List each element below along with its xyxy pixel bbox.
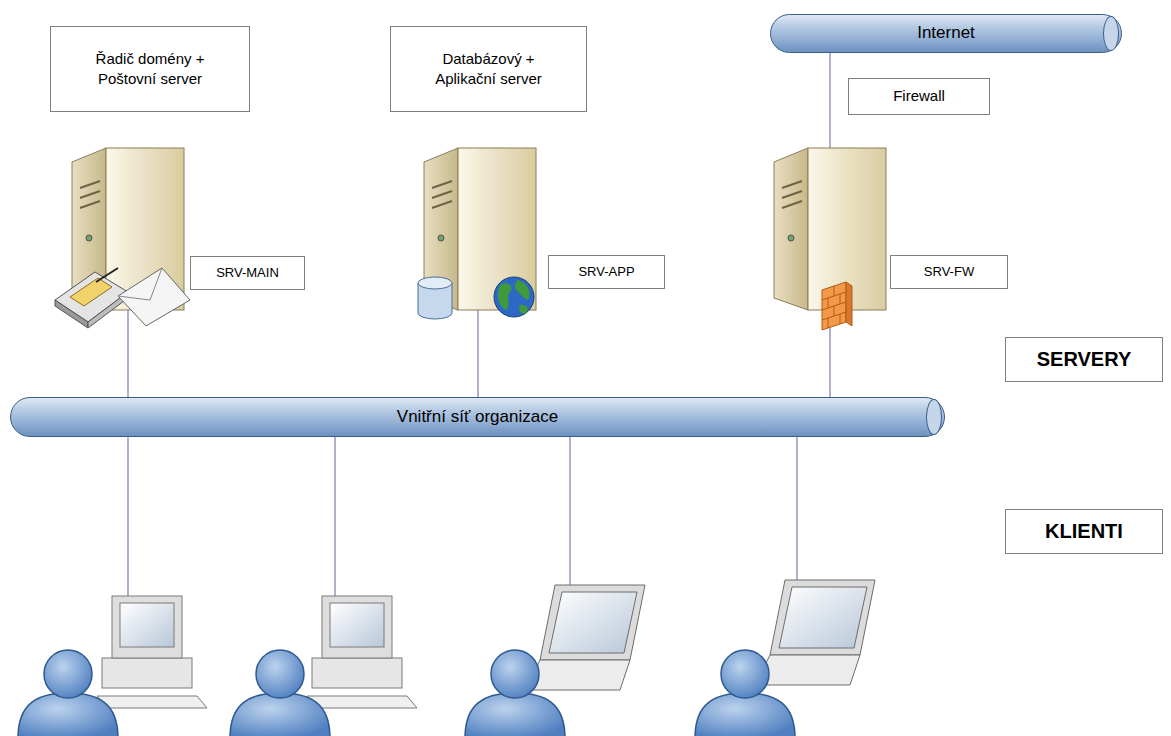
server-name-box: SRV-FW xyxy=(890,255,1008,289)
section-label-box: KLIENTI xyxy=(1005,509,1163,554)
user-figure xyxy=(18,650,118,736)
node-label: Vnitřní síť organizace xyxy=(397,406,558,429)
node-label: Firewall xyxy=(893,86,945,106)
server-name-box: SRV-MAIN xyxy=(190,256,305,290)
server-name-box: SRV-APP xyxy=(548,255,665,289)
laptop-computer xyxy=(525,585,645,690)
laptop-computer xyxy=(755,580,875,685)
node-label: SRV-MAIN xyxy=(216,264,279,282)
node-label: SERVERY xyxy=(1037,346,1131,373)
server-role-box: Databázový + Aplikační server xyxy=(390,26,587,112)
node-label: Databázový + Aplikační server xyxy=(429,49,549,90)
network-band: Vnitřní síť organizace xyxy=(10,397,945,437)
database-icon xyxy=(418,277,452,319)
firewall-icon xyxy=(822,282,852,330)
internet-band: Internet xyxy=(770,14,1122,53)
node-label: KLIENTI xyxy=(1045,518,1123,545)
globe-icon xyxy=(494,277,534,317)
desktop-computer xyxy=(307,596,417,708)
network-wires xyxy=(128,310,797,600)
server-role-box: Řadič domény + Poštovní server xyxy=(50,26,250,112)
desktop-computer xyxy=(97,596,207,708)
server-role-box: Firewall xyxy=(848,78,990,115)
mail-envelope-icon xyxy=(118,268,190,326)
section-label-box: SERVERY xyxy=(1005,337,1163,382)
user-figure xyxy=(465,650,565,736)
node-label: Řadič domény + Poštovní server xyxy=(90,49,210,90)
server-tower xyxy=(774,148,886,310)
node-label: SRV-APP xyxy=(578,263,634,281)
user-figure xyxy=(695,650,795,736)
node-label: Internet xyxy=(917,22,975,45)
domain-device-icon xyxy=(55,268,128,328)
user-figure xyxy=(230,650,330,736)
node-label: SRV-FW xyxy=(924,263,974,281)
